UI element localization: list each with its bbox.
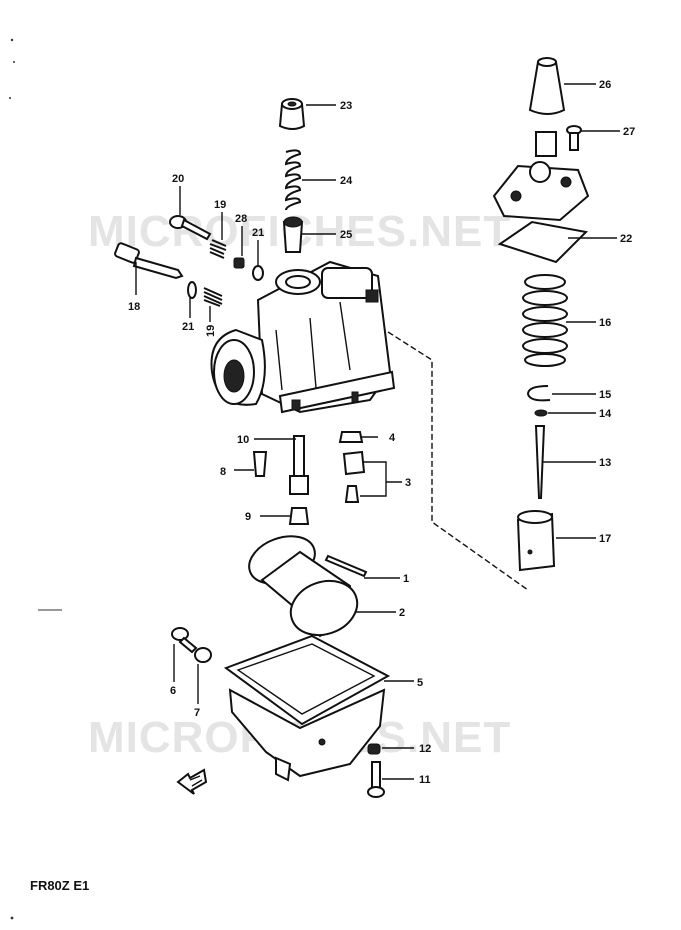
callout-8: 8 xyxy=(220,466,226,478)
callout-4: 4 xyxy=(389,432,396,444)
callout-7: 7 xyxy=(194,707,200,719)
callout-17: 17 xyxy=(599,533,611,545)
part-23-cap xyxy=(278,98,306,130)
part-22-gasket xyxy=(497,220,589,264)
part-2-float xyxy=(248,535,359,638)
part-19a-spring xyxy=(209,239,227,259)
part-10-jet xyxy=(289,435,309,495)
callout-15: 15 xyxy=(599,389,611,401)
callout-19-lower: 19 xyxy=(205,325,217,337)
callout-14: 14 xyxy=(599,408,612,420)
callout-13: 13 xyxy=(599,457,611,469)
leader-lines xyxy=(135,83,620,780)
callout-19-upper: 19 xyxy=(214,199,226,211)
part-4-nut xyxy=(338,431,364,443)
model-code: FR80Z E1 xyxy=(30,878,89,893)
callout-5: 5 xyxy=(417,677,423,689)
callout-3: 3 xyxy=(405,477,411,489)
part-8-jet xyxy=(252,451,268,477)
part-21b-oring xyxy=(187,281,197,299)
part-18-screw xyxy=(114,242,184,280)
part-5-gasket xyxy=(223,634,391,726)
callout-25: 25 xyxy=(340,229,352,241)
callout-28: 28 xyxy=(235,213,247,225)
callout-11: 11 xyxy=(419,774,431,786)
callout-18: 18 xyxy=(128,301,140,313)
part-top-cover xyxy=(492,131,590,222)
part-20-screw xyxy=(169,215,212,241)
callout-27: 27 xyxy=(623,126,635,138)
part-12-plug xyxy=(367,743,381,755)
carburetor-body xyxy=(210,260,396,414)
callout-22: 22 xyxy=(620,233,632,245)
callout-26: 26 xyxy=(599,79,611,91)
callout-12: 12 xyxy=(419,743,431,755)
callout-9: 9 xyxy=(245,511,251,523)
part-19b-spring xyxy=(203,287,223,307)
callout-24: 24 xyxy=(340,175,353,187)
part-13-needle xyxy=(534,425,546,499)
callout-numbers: 1 2 3 4 5 6 7 8 9 10 11 12 13 14 15 16 1… xyxy=(128,79,635,786)
callout-2: 2 xyxy=(399,607,405,619)
float-chamber-bowl xyxy=(228,688,386,782)
part-15-clip xyxy=(526,385,551,402)
front-arrow-icon xyxy=(176,768,208,795)
part-1-pin xyxy=(324,554,368,578)
callout-21-lower: 21 xyxy=(182,321,194,333)
part-24-spring xyxy=(284,149,302,211)
scan-specks xyxy=(9,38,62,920)
part-28-nut xyxy=(233,257,245,269)
part-6-screw xyxy=(171,627,198,654)
part-27-screw xyxy=(566,125,582,151)
part-11-screw xyxy=(367,761,385,798)
callout-6: 6 xyxy=(170,685,176,697)
callout-23: 23 xyxy=(340,100,352,112)
assembly-connector-line xyxy=(387,331,529,591)
part-3-jets xyxy=(342,450,366,503)
part-7-washer xyxy=(194,647,212,663)
part-14-eclip xyxy=(534,409,548,417)
part-17-valve xyxy=(516,510,556,572)
callout-16: 16 xyxy=(599,317,611,329)
callout-21-upper: 21 xyxy=(252,227,264,239)
callout-20: 20 xyxy=(172,173,184,185)
part-25-seat xyxy=(282,216,304,253)
part-26-cap xyxy=(528,61,566,115)
callout-1: 1 xyxy=(403,573,409,585)
callout-10: 10 xyxy=(237,434,249,446)
part-21a-oring xyxy=(252,265,264,281)
part-9-jet xyxy=(288,507,310,525)
part-16-spring xyxy=(522,274,568,367)
